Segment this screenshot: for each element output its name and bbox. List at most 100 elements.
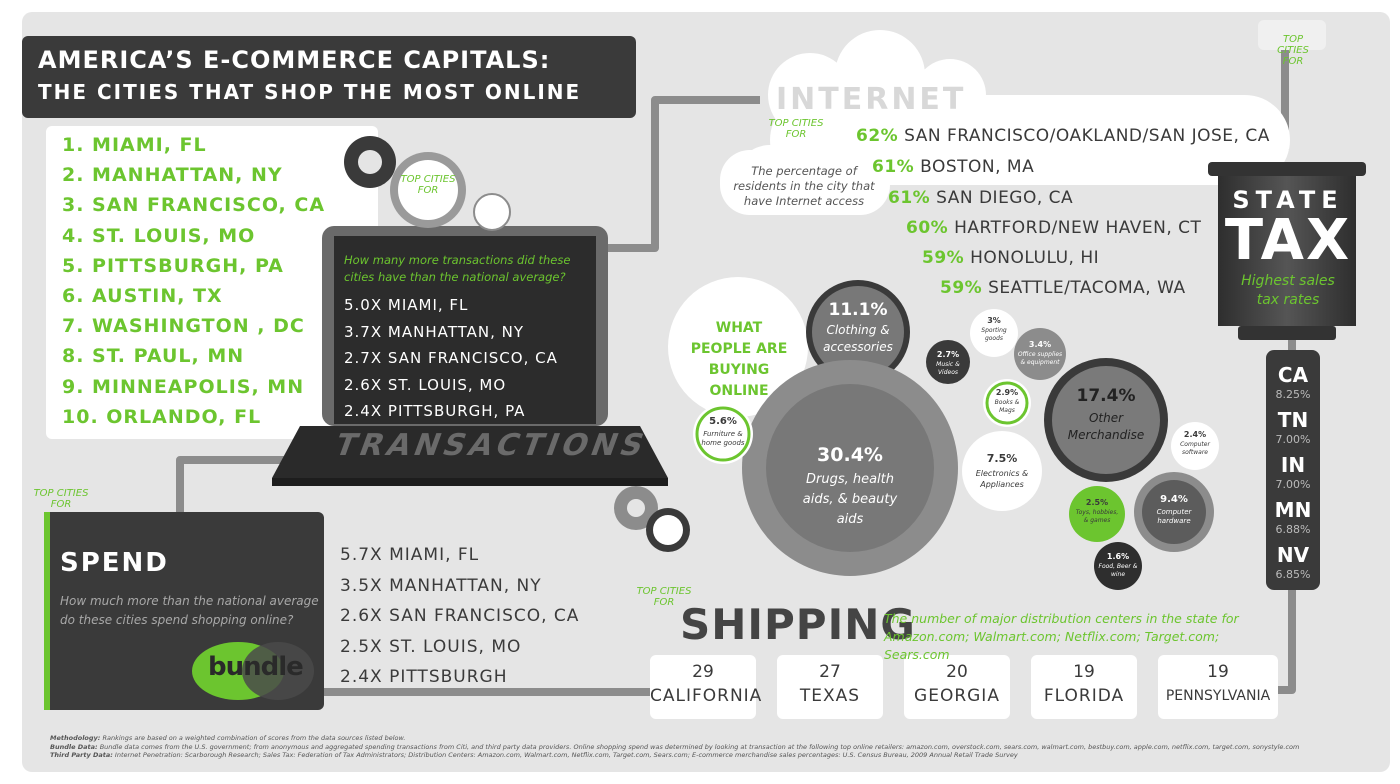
internet-pct: 59% bbox=[940, 278, 983, 298]
internet-item: 59% HONOLULU, HI bbox=[922, 248, 1099, 268]
buying-gears bbox=[668, 277, 1219, 590]
footer-notes: Methodology: Rankings are based on a wei… bbox=[50, 734, 1380, 760]
ranking-item: 8. ST. PAUL, MN bbox=[62, 345, 245, 368]
drugs-pct: 30.4% bbox=[817, 444, 883, 466]
gear-cluster-top bbox=[344, 136, 511, 231]
sporting-label: Sporting goods bbox=[981, 327, 1007, 342]
ranking-item: 9. MINNEAPOLIS, MN bbox=[62, 375, 305, 398]
footer-bundle: Bundle Data: Bundle data comes from the … bbox=[50, 743, 1380, 752]
transactions-banner: TRANSACTIONS bbox=[329, 428, 653, 463]
internet-pct: 59% bbox=[922, 248, 965, 268]
top-cities-label-spend: TOP CITIES FOR bbox=[33, 488, 89, 510]
music-label: Music & Videos bbox=[936, 361, 960, 376]
shipping-heading: SHIPPING bbox=[680, 600, 916, 649]
title-line1: AMERICA’S E-COMMERCE CAPITALS: bbox=[38, 46, 551, 74]
shipping-boxes bbox=[650, 655, 1278, 719]
toys-pct: 2.5% bbox=[1085, 498, 1109, 507]
ranking-item: 7. WASHINGTON , DC bbox=[62, 315, 305, 338]
office-pct: 3.4% bbox=[1028, 340, 1052, 349]
internet-heading: INTERNET bbox=[776, 82, 967, 117]
ranking-item: 2. MANHATTAN, NY bbox=[62, 164, 283, 187]
transaction-item: 2.4X PITTSBURGH, PA bbox=[344, 402, 526, 420]
footer-third-label: Third Party Data: bbox=[50, 751, 113, 759]
food-label: Food, Beer & wine bbox=[1098, 563, 1138, 578]
tax-state-rate: 8.25% bbox=[1275, 388, 1311, 401]
footer-methodology-label: Methodology: bbox=[50, 734, 101, 742]
gear-cluster-bottom bbox=[614, 486, 690, 552]
shipping-state: CALIFORNIA bbox=[650, 686, 763, 706]
ranking-item: 4. ST. LOUIS, MO bbox=[62, 224, 256, 247]
ranking-item: 10. ORLANDO, FL bbox=[62, 405, 262, 428]
shipping-count: 19 bbox=[1207, 662, 1229, 682]
internet-pct: 60% bbox=[906, 218, 949, 238]
footer-bundle-text: Bundle data comes from the U.S. governme… bbox=[99, 742, 1300, 751]
tax-state-code: NV bbox=[1276, 543, 1310, 567]
tax-subtitle: Highest sales tax rates bbox=[1241, 273, 1335, 308]
ranking-item: 6. AUSTIN, TX bbox=[62, 285, 223, 308]
spend-item: 3.5X MANHATTAN, NY bbox=[340, 575, 542, 596]
music-pct: 2.7% bbox=[936, 350, 960, 359]
internet-pct: 61% bbox=[888, 188, 931, 208]
internet-pct: 62% bbox=[856, 126, 899, 146]
toys-label: Toys, hobbies, & games bbox=[1075, 509, 1119, 524]
internet-city: SEATTLE/TACOMA, WA bbox=[988, 278, 1186, 298]
office-label: Office supplies & equipment bbox=[1017, 351, 1063, 366]
shipping-state: TEXAS bbox=[799, 686, 861, 706]
sporting-pct: 3% bbox=[987, 316, 1001, 325]
footer-methodology-text: Rankings are based on a weighted combina… bbox=[102, 734, 406, 742]
food-pct: 1.6% bbox=[1106, 552, 1130, 561]
other-label: Other Merchandise bbox=[1067, 411, 1145, 442]
transaction-item: 2.7X SAN FRANCISCO, CA bbox=[344, 349, 558, 367]
spend-heading: SPEND bbox=[60, 548, 169, 578]
internet-city: SAN FRANCISCO/OAKLAND/SAN JOSE, CA bbox=[904, 126, 1270, 146]
shipping-description: The number of major distribution centers… bbox=[884, 611, 1239, 662]
top-cities-label-transactions: TOP CITIES FOR bbox=[400, 174, 456, 196]
tax-state-rate: 6.88% bbox=[1275, 523, 1311, 536]
shipping-count: 20 bbox=[946, 662, 968, 682]
tax-state-code: MN bbox=[1274, 498, 1312, 522]
internet-city: HARTFORD/NEW HAVEN, CT bbox=[954, 218, 1202, 238]
top-cities-label-shipping: TOP CITIES FOR bbox=[636, 586, 692, 608]
tax-state-code: CA bbox=[1277, 363, 1309, 387]
transaction-item: 2.6X ST. LOUIS, MO bbox=[344, 375, 507, 394]
tax-heading-state: STATE bbox=[1232, 186, 1344, 214]
footer-third-party: Third Party Data: Internet Penetration: … bbox=[50, 751, 1380, 760]
transactions-list: 5.0X MIAMI, FL 3.7X MANHATTAN, NY 2.7X S… bbox=[344, 292, 558, 425]
shipping-state: GEORGIA bbox=[914, 686, 1000, 706]
tax-state-rate: 7.00% bbox=[1275, 433, 1311, 446]
title-line2: THE CITIES THAT SHOP THE MOST ONLINE bbox=[38, 80, 582, 104]
internet-item: 60% HARTFORD/NEW HAVEN, CT bbox=[906, 218, 1201, 238]
clothing-label: Clothing & accessories bbox=[823, 323, 893, 354]
spend-item: 5.7X MIAMI, FL bbox=[340, 545, 480, 565]
spend-item: 2.5X ST. LOUIS, MO bbox=[340, 636, 522, 657]
spend-item: 2.4X PITTSBURGH bbox=[340, 667, 508, 687]
tax-state-rate: 6.85% bbox=[1275, 568, 1311, 581]
internet-pct: 61% bbox=[872, 157, 915, 177]
software-label: Computer software bbox=[1180, 441, 1210, 456]
tax-state-code: IN bbox=[1280, 453, 1306, 477]
transaction-item: 5.0X MIAMI, FL bbox=[344, 296, 469, 314]
internet-cloud bbox=[720, 30, 1290, 215]
bundle-logo-text: bundle bbox=[208, 652, 304, 682]
ranking-item: 5. PITTSBURGH, PA bbox=[62, 254, 284, 277]
electronics-label: Electronics & Appliances bbox=[975, 469, 1029, 489]
bundle-logo-icon bbox=[192, 642, 314, 700]
electronics-pct: 7.5% bbox=[986, 452, 1018, 465]
shipping-state: PENNSYLVANIA bbox=[1165, 688, 1271, 704]
furniture-pct: 5.6% bbox=[709, 416, 737, 427]
internet-item: 59% SEATTLE/TACOMA, WA bbox=[940, 278, 1186, 298]
ranking-list: 1. MIAMI, FL 2. MANHATTAN, NY 3. SAN FRA… bbox=[62, 130, 325, 432]
internet-city: BOSTON, MA bbox=[920, 157, 1035, 177]
hardware-label: Computer hardware bbox=[1156, 508, 1192, 525]
internet-item: 61% BOSTON, MA bbox=[872, 157, 1034, 177]
buying-heading: WHAT PEOPLE ARE BUYING ONLINE bbox=[690, 320, 788, 399]
tax-heading-tax: TAX bbox=[1224, 208, 1352, 273]
transactions-question: How many more transactions did these cit… bbox=[344, 253, 571, 284]
tax-state-rate: 7.00% bbox=[1275, 478, 1311, 491]
internet-city: HONOLULU, HI bbox=[970, 248, 1100, 268]
clothing-pct: 11.1% bbox=[828, 300, 888, 320]
internet-item: 62% SAN FRANCISCO/OAKLAND/SAN JOSE, CA bbox=[856, 126, 1270, 146]
drugs-label: Drugs, health aids, & beauty aids bbox=[802, 472, 898, 527]
